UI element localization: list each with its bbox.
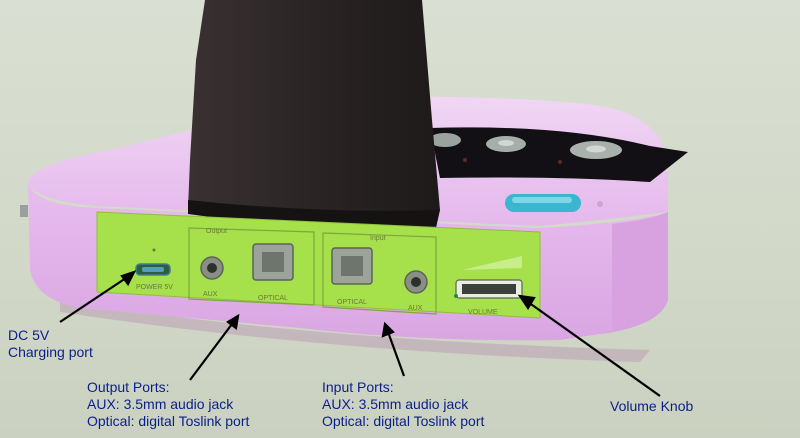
output-group-outline [188, 227, 315, 306]
output-callout-line3: Optical: digital Toslink port [87, 413, 250, 429]
input-ports-callout: Input Ports: AUX: 3.5mm audio jack Optic… [322, 379, 484, 430]
dc-callout-line2: Charging port [8, 344, 93, 360]
dc-arrowhead [120, 270, 137, 287]
input-aux-caption: AUX [408, 305, 423, 312]
input-arrowhead [381, 321, 395, 338]
base-shadow [60, 300, 650, 362]
indicator-dot-1 [463, 158, 467, 162]
input-arrow-line [386, 331, 406, 377]
top-small-dot [597, 201, 603, 207]
input-callout-line1: Input Ports: [322, 379, 394, 395]
volume-knob-callout: Volume Knob [610, 398, 693, 415]
dc-port-inner [142, 267, 164, 272]
output-arrowhead [226, 313, 240, 330]
volume-callout-line1: Volume Knob [610, 398, 694, 414]
output-callout-line2: AUX: 3.5mm audio jack [87, 396, 234, 412]
output-aux-hole [207, 263, 217, 273]
input-optical-caption: OPTICAL [337, 299, 367, 306]
headphone-stand [188, 0, 440, 223]
indicator-dot-2 [558, 160, 562, 164]
input-group-outline [322, 232, 437, 315]
callout-arrows [59, 270, 661, 397]
output-optical-caption: OPTICAL [258, 295, 288, 302]
base-right-side [600, 212, 668, 334]
volume-caption: VOLUME [468, 309, 498, 316]
output-group-caption: Output [206, 228, 227, 235]
top-knob-1 [429, 133, 461, 147]
output-callout-line1: Output Ports: [87, 379, 170, 395]
output-ports-callout: Output Ports: AUX: 3.5mm audio jack Opti… [87, 379, 249, 430]
power-port-caption: POWER 5V [136, 284, 173, 291]
volume-ramp [462, 256, 522, 270]
port-panel [96, 211, 541, 319]
volume-arrow-line [527, 301, 661, 397]
dc-callout-line1: DC 5V [8, 327, 50, 343]
input-callout-line2: AUX: 3.5mm audio jack [322, 396, 469, 412]
power-led [152, 248, 156, 252]
output-aux-caption: AUX [203, 291, 218, 298]
volume-arrowhead [517, 294, 536, 311]
stand-foot [188, 200, 440, 229]
dc-arrow-line [59, 277, 127, 323]
input-aux-hole [411, 277, 421, 287]
output-arrow-line [189, 323, 233, 381]
top-knob-3-center [586, 145, 606, 153]
dc-port-callout: DC 5V Charging port [8, 327, 93, 361]
input-optical-inner [341, 256, 363, 276]
output-optical-inner [262, 252, 284, 272]
input-callout-line3: Optical: digital Toslink port [322, 413, 485, 429]
volume-knob-slot [462, 284, 516, 294]
side-peg [20, 205, 28, 217]
top-knob-2-center [498, 140, 514, 146]
top-cyan-button-highlight [512, 197, 572, 203]
input-group-caption: Input [370, 235, 386, 242]
volume-led [454, 294, 458, 298]
